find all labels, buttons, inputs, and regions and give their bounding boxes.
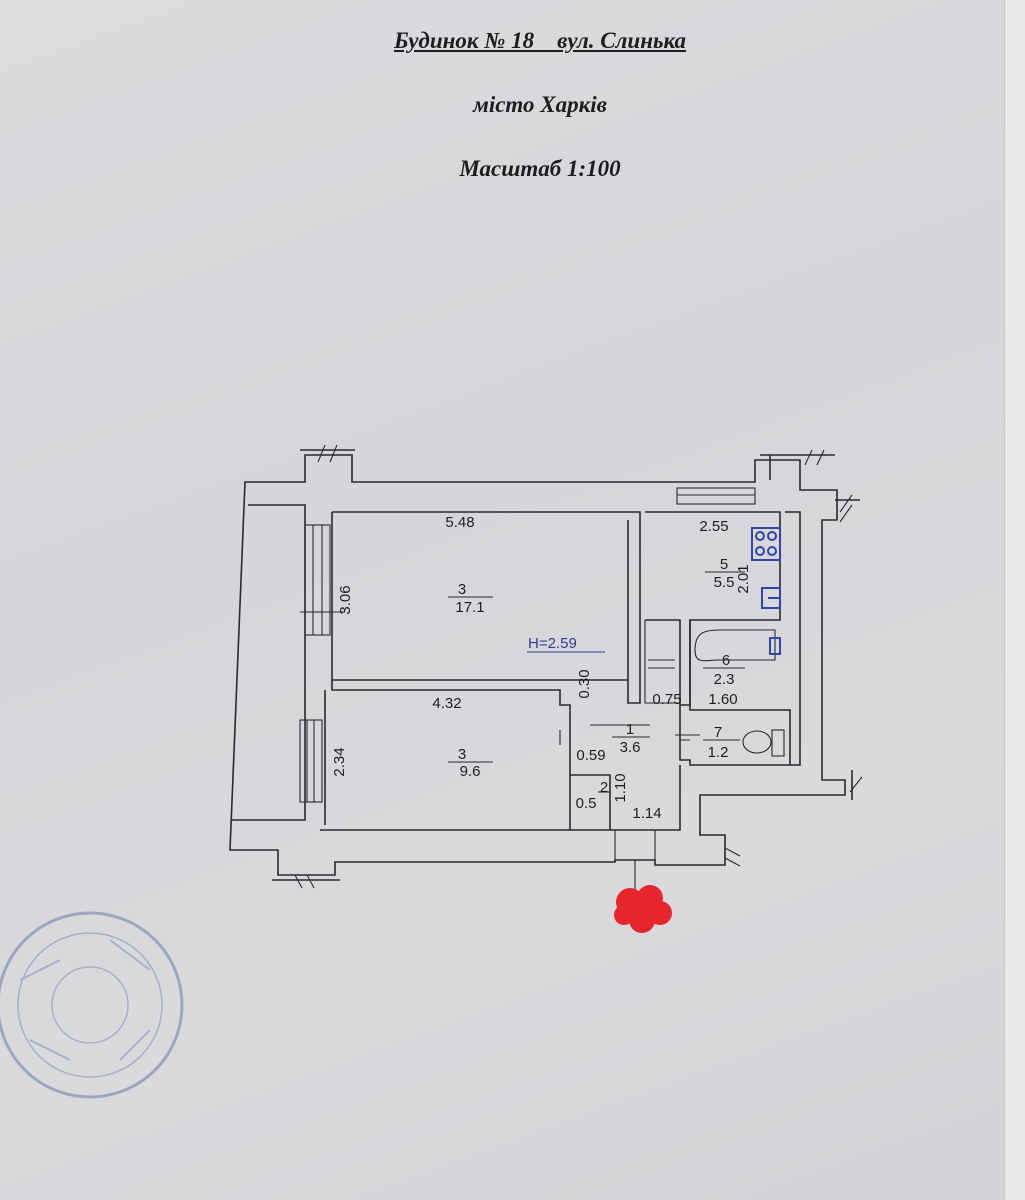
stove-icon — [751, 527, 781, 561]
room-1-number: 3 — [458, 581, 466, 598]
room-5-number: 5 — [720, 556, 728, 573]
room-2-number: 3 — [458, 746, 466, 763]
room-4-number: 2 — [600, 779, 608, 796]
dimension-values: 5.48 3.06 4.32 2.34 2.55 2.01 0.30 0.59 … — [331, 514, 752, 822]
room-2-area: 9.6 — [460, 763, 481, 780]
redaction-mark — [614, 885, 672, 933]
dim-room1-width: 5.48 — [445, 514, 474, 531]
room-6-area: 2.3 — [714, 671, 735, 688]
windows — [299, 487, 756, 803]
dim-kitchen-width: 2.55 — [699, 518, 728, 535]
dim-closet-depth: 1.10 — [612, 773, 629, 802]
room-3-area: 3.6 — [620, 739, 641, 756]
exterior-walls — [229, 444, 863, 889]
city-label: місто Харків — [473, 92, 607, 117]
dim-bath-b: 1.60 — [708, 691, 737, 708]
room-4-area: 0.5 — [576, 795, 597, 812]
dim-partition: 0.30 — [576, 669, 593, 698]
dim-hall-a: 0.59 — [576, 747, 605, 764]
room-1-area: 17.1 — [455, 599, 484, 616]
room-7-number: 7 — [714, 724, 722, 741]
dimension-lines — [300, 571, 745, 793]
toilet-icon — [742, 729, 785, 757]
dim-kitchen-depth: 2.01 — [735, 564, 752, 593]
ceiling-height: Н=2.59 — [528, 635, 577, 652]
room-7-area: 1.2 — [708, 744, 729, 761]
dim-hall-b: 1.14 — [632, 805, 661, 822]
interior-walls — [320, 511, 801, 925]
page-edge — [1004, 0, 1025, 1200]
dim-room2-depth: 2.34 — [331, 747, 348, 776]
dim-bath-a: 0.75 — [652, 691, 681, 708]
dim-room1-depth: 3.06 — [337, 585, 354, 614]
room-5-area: 5.5 — [714, 574, 735, 591]
room-labels: 3 17.1 3 9.6 1 3.6 2 0.5 5 5.5 6 2.3 7 1… — [455, 556, 734, 812]
official-stamp — [0, 911, 184, 1099]
sink-icon — [761, 587, 781, 609]
document-title: Будинок № 18 вул. Слинька — [393, 28, 687, 53]
dim-room2-width: 4.32 — [432, 695, 461, 712]
bathtub-icon — [694, 629, 781, 662]
room-3-number: 1 — [626, 721, 634, 738]
scale-label: Масштаб 1:100 — [459, 156, 621, 181]
